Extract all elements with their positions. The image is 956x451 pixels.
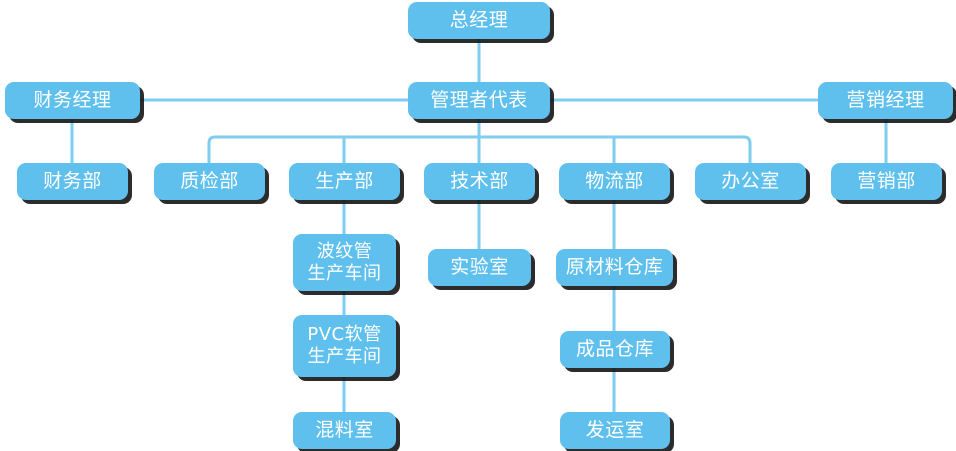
org-node-qc-dept[interactable]: 质检部 [154, 163, 265, 200]
org-node-pvc-hose[interactable]: PVC软管 生产车间 [293, 315, 396, 377]
org-node-prod-dept[interactable]: 生产部 [289, 163, 400, 200]
org-node-mixing-room[interactable]: 混料室 [293, 412, 396, 449]
org-node-mkt-mgr[interactable]: 营销经理 [818, 82, 953, 119]
connector-bus-rail [207, 135, 752, 163]
org-node-fin-dept[interactable]: 财务部 [17, 163, 128, 200]
org-node-shipping-room[interactable]: 发运室 [560, 412, 670, 449]
org-node-raw-warehouse[interactable]: 原材料仓库 [556, 249, 673, 286]
org-node-fin-warehouse[interactable]: 成品仓库 [560, 331, 670, 368]
org-node-gm[interactable]: 总经理 [408, 2, 550, 39]
org-node-logi-dept[interactable]: 物流部 [559, 163, 670, 200]
org-node-tech-dept[interactable]: 技术部 [424, 163, 535, 200]
org-node-office[interactable]: 办公室 [695, 163, 806, 200]
org-node-mgmt-rep[interactable]: 管理者代表 [408, 82, 550, 119]
org-node-fin-mgr[interactable]: 财务经理 [5, 82, 140, 119]
org-node-lab[interactable]: 实验室 [428, 249, 531, 286]
org-node-corrugated[interactable]: 波纹管 生产车间 [293, 234, 396, 291]
org-node-mkt-dept[interactable]: 营销部 [831, 163, 942, 200]
